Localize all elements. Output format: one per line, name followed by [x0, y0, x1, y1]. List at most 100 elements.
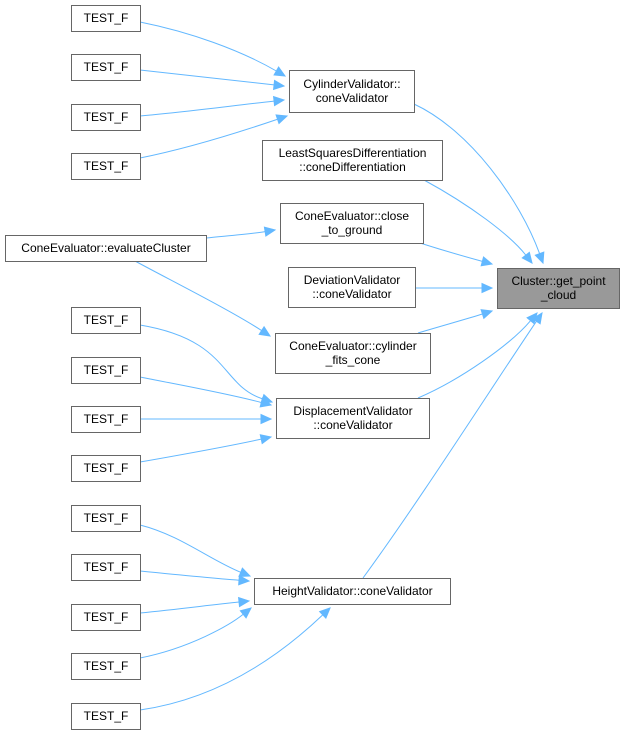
node-box [288, 267, 416, 308]
node-box [71, 505, 141, 532]
node-cfc[interactable]: ConeEvaluator::cylinder_fits_cone [275, 333, 431, 374]
arrowhead-icon [238, 574, 251, 586]
node-t13[interactable]: TEST_F [71, 703, 141, 730]
focus-node: Cluster::get_point_cloud [497, 268, 620, 309]
node-box [497, 268, 620, 309]
edge-t8-to-disp [139, 434, 273, 463]
node-box [71, 54, 141, 81]
node-box [71, 104, 141, 131]
node-dev[interactable]: DeviationValidator::coneValidator [288, 267, 416, 308]
node-t6[interactable]: TEST_F [71, 357, 141, 384]
node-t5[interactable]: TEST_F [71, 307, 141, 334]
node-t9[interactable]: TEST_F [71, 505, 141, 532]
node-ctg[interactable]: ConeEvaluator::close_to_ground [280, 203, 424, 244]
node-box [71, 604, 141, 631]
edge-hgt-to-target [362, 311, 543, 579]
node-label: ::coneValidator [312, 287, 391, 301]
arrowhead-icon [238, 567, 252, 577]
arrowhead-icon [259, 434, 273, 445]
node-box [276, 398, 430, 439]
node-box [71, 653, 141, 680]
nodes-layer: Cluster::get_point_cloud CylinderValidato… [5, 5, 620, 730]
node-label: LeastSquaresDifferentiation [279, 146, 427, 160]
node-t3[interactable]: TEST_F [71, 104, 141, 131]
arrowhead-icon [259, 397, 273, 408]
node-box [71, 307, 141, 334]
edge-t3-to-cyl [139, 95, 286, 117]
node-label: TEST_F [84, 159, 129, 173]
edge-t4-to-cyl [139, 114, 289, 159]
node-disp[interactable]: DisplacementValidator::coneValidator [276, 398, 430, 439]
edge-t11-to-hgt [139, 596, 251, 614]
edge-line [423, 179, 527, 256]
node-hgt[interactable]: HeightValidator::coneValidator [254, 578, 451, 605]
arrowhead-icon [275, 114, 289, 125]
edge-line [139, 100, 275, 117]
node-label: TEST_F [84, 110, 129, 124]
node-label: CylinderValidator:: [303, 77, 400, 91]
edge-line [139, 438, 262, 463]
arrowhead-icon [480, 309, 494, 320]
node-label: coneValidator [316, 91, 389, 105]
edge-line [139, 614, 324, 711]
edge-line [139, 21, 277, 72]
node-label: _to_ground [321, 223, 383, 237]
edge-t10-to-hgt [139, 570, 251, 586]
arrowhead-icon [534, 251, 545, 265]
node-box [275, 333, 431, 374]
edge-line [139, 613, 244, 659]
arrowhead-icon [481, 282, 494, 294]
node-label: TEST_F [84, 709, 129, 723]
edge-disp-to-target [417, 312, 538, 399]
node-label: TEST_F [84, 610, 129, 624]
node-label: ConeEvaluator::cylinder [289, 339, 416, 353]
node-label: TEST_F [84, 412, 129, 426]
edge-t13-to-hgt [139, 607, 331, 711]
node-box [71, 5, 141, 32]
node-t7[interactable]: TEST_F [71, 406, 141, 433]
edge-ctg-to-target [419, 242, 494, 267]
node-t1[interactable]: TEST_F [71, 5, 141, 32]
edge-line [205, 231, 266, 239]
node-t4[interactable]: TEST_F [71, 153, 141, 180]
edge-t6-to-disp [139, 376, 273, 408]
edge-line [139, 601, 240, 614]
node-t12[interactable]: TEST_F [71, 653, 141, 680]
node-label: DisplacementValidator [293, 404, 412, 418]
node-cyl[interactable]: CylinderValidator::coneValidator [289, 70, 415, 113]
node-label: TEST_F [84, 60, 129, 74]
node-label: ConeEvaluator::evaluateCluster [21, 241, 190, 255]
arrowhead-icon [273, 66, 287, 77]
edge-dev-to-target [415, 282, 494, 294]
node-t11[interactable]: TEST_F [71, 604, 141, 631]
node-label: _cloud [540, 288, 576, 302]
edge-t9-to-hgt [139, 524, 252, 577]
arrowhead-icon [318, 607, 331, 620]
edge-line [419, 242, 483, 262]
arrowhead-icon [272, 95, 286, 107]
node-box [262, 140, 443, 181]
node-label: DeviationValidator [304, 273, 401, 287]
node-box [71, 406, 141, 433]
node-label: TEST_F [84, 11, 129, 25]
node-lsd[interactable]: LeastSquaresDifferentiation::coneDiffere… [262, 140, 443, 181]
node-t2[interactable]: TEST_F [71, 54, 141, 81]
node-box [289, 70, 415, 113]
edge-eval-to-cfc [134, 260, 272, 337]
edge-eval-to-ctg [205, 226, 277, 239]
edge-lsd-to-target [423, 179, 533, 264]
node-t8[interactable]: TEST_F [71, 455, 141, 482]
node-t10[interactable]: TEST_F [71, 554, 141, 581]
arrowhead-icon [238, 596, 251, 608]
node-eval[interactable]: ConeEvaluator::evaluateCluster [5, 235, 207, 262]
arrowhead-icon [239, 607, 252, 619]
node-box [71, 357, 141, 384]
edges-layer [134, 21, 545, 711]
node-label: TEST_F [84, 659, 129, 673]
edge-line [413, 103, 541, 254]
node-label: TEST_F [84, 461, 129, 475]
node-label: ::coneValidator [313, 418, 392, 432]
arrowhead-icon [531, 311, 543, 325]
edge-t1-to-cyl [139, 21, 287, 77]
node-label: TEST_F [84, 511, 129, 525]
